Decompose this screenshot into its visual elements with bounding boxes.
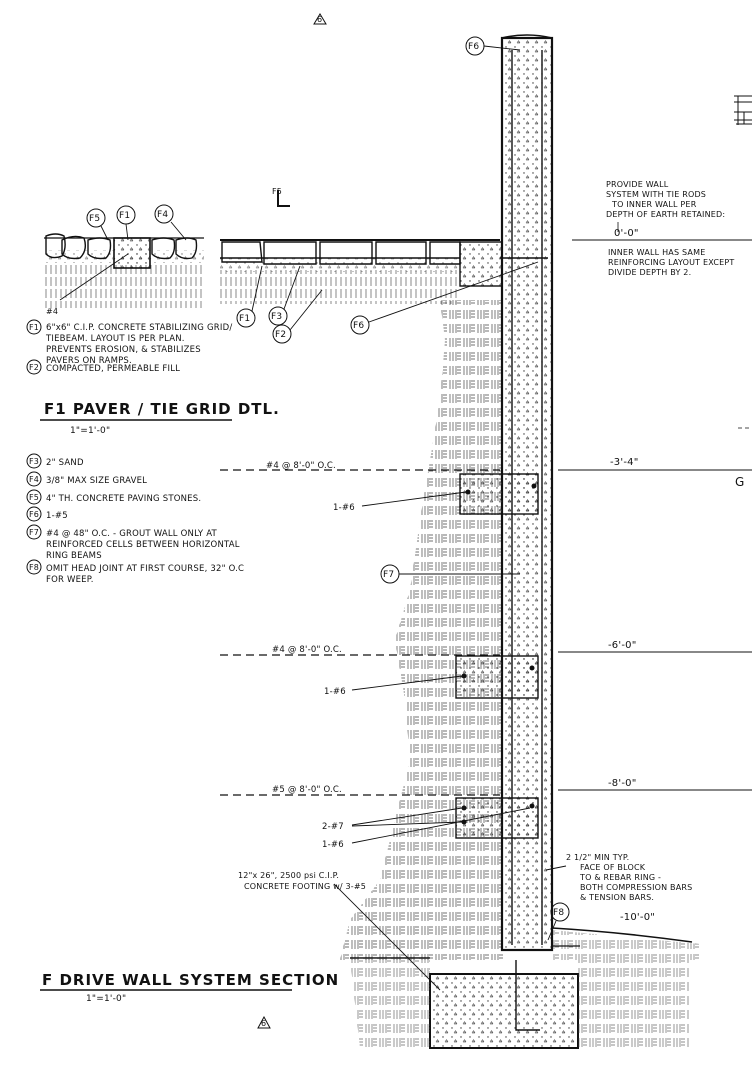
svg-text:BOTH COMPRESSION BARS: BOTH COMPRESSION BARS bbox=[580, 883, 692, 892]
svg-text:DEPTH OF EARTH RETAINED:: DEPTH OF EARTH RETAINED: bbox=[606, 210, 725, 219]
tag-f5: F5 bbox=[86, 208, 109, 241]
bar-count-b3a: 2-#7 bbox=[322, 822, 344, 832]
section-scale: 1"=1'-0" bbox=[86, 994, 126, 1004]
cover-note: 2 1/2" MIN TYP. FACE OF BLOCK TO & REBAR… bbox=[545, 853, 692, 902]
svg-text:SYSTEM WITH TIE RODS: SYSTEM WITH TIE RODS bbox=[606, 190, 706, 199]
tag-f7: F7 bbox=[380, 564, 520, 584]
note-f1: F1 6"x6" C.I.P. CONCRETE STABILIZING GRI… bbox=[26, 319, 232, 366]
svg-text:REINFORCED CELLS BETWEEN HORIZ: REINFORCED CELLS BETWEEN HORIZONTAL bbox=[46, 540, 240, 550]
svg-text:6"x6" C.I.P. CONCRETE STABILIZ: 6"x6" C.I.P. CONCRETE STABILIZING GRID/ bbox=[46, 323, 232, 333]
svg-text:F8: F8 bbox=[553, 908, 564, 918]
elevation-e4: -10'-0" bbox=[620, 912, 655, 923]
svg-text:2 1/2" MIN TYP.: 2 1/2" MIN TYP. bbox=[566, 853, 629, 862]
notes-list: F3 2" SAND F4 3/8" MAX SIZE GRAVEL F5 4"… bbox=[26, 453, 244, 585]
svg-text:F6: F6 bbox=[353, 321, 364, 331]
sheet-mark-top-number: 6 bbox=[317, 15, 322, 24]
concrete-footing bbox=[350, 945, 690, 1049]
ring-beam-2: -6'-0" #4 @ 8'-0" O.C. 1-#6 bbox=[220, 640, 752, 699]
svg-text:TO & REBAR RING -: TO & REBAR RING - bbox=[579, 873, 661, 882]
svg-text:& TENSION BARS.: & TENSION BARS. bbox=[580, 893, 654, 902]
svg-text:3/8" MAX SIZE GRAVEL: 3/8" MAX SIZE GRAVEL bbox=[46, 476, 147, 486]
bar-count-b1: 1-#6 bbox=[333, 503, 355, 513]
tie-rod-note: PROVIDE WALL SYSTEM WITH TIE RODS TO INN… bbox=[572, 180, 752, 277]
ring-beam-1: -3'-4" #4 @ 8'-0" O.C. 1-#6 bbox=[220, 457, 752, 515]
elevation-zero: 0'-0" bbox=[614, 228, 639, 239]
svg-text:12"x 26", 2500 psi C.I.P.: 12"x 26", 2500 psi C.I.P. bbox=[238, 871, 339, 880]
svg-text:F6: F6 bbox=[468, 42, 479, 52]
bar-count-b3b: 1-#6 bbox=[322, 840, 344, 850]
svg-text:TIEBEAM. LAYOUT IS PER PLAN.: TIEBEAM. LAYOUT IS PER PLAN. bbox=[45, 334, 185, 344]
adjacent-detail-fragment: G bbox=[734, 95, 752, 489]
bar-count-b2: 1-#6 bbox=[324, 687, 346, 697]
tag-f6-middle: F6 bbox=[350, 261, 539, 335]
svg-text:RING BEAMS: RING BEAMS bbox=[46, 551, 102, 561]
svg-text:1-#5: 1-#5 bbox=[46, 511, 68, 521]
svg-text:F4: F4 bbox=[157, 210, 168, 220]
svg-text:F4: F4 bbox=[29, 475, 39, 484]
svg-text:F6: F6 bbox=[29, 510, 39, 519]
elevation-e1: -3'-4" bbox=[610, 457, 639, 468]
svg-text:DIVIDE DEPTH BY 2.: DIVIDE DEPTH BY 2. bbox=[608, 268, 691, 277]
tag-f2-middle: F2 bbox=[272, 289, 323, 344]
note-f2: F2 COMPACTED, PERMEABLE FILL bbox=[26, 359, 180, 375]
retained-earth bbox=[340, 300, 700, 960]
svg-text:F5: F5 bbox=[89, 214, 100, 224]
svg-text:FOR WEEP.: FOR WEEP. bbox=[46, 575, 94, 585]
tag-f6-top: F6 bbox=[465, 36, 521, 56]
tag-f4: F4 bbox=[154, 204, 187, 241]
svg-text:COMPACTED, PERMEABLE FILL: COMPACTED, PERMEABLE FILL bbox=[46, 364, 180, 374]
svg-text:2" SAND: 2" SAND bbox=[46, 458, 84, 468]
svg-text:PROVIDE WALL: PROVIDE WALL bbox=[606, 180, 669, 189]
bar-label-b3: #5 @ 8'-0" O.C. bbox=[272, 785, 342, 795]
svg-text:F5: F5 bbox=[29, 493, 39, 502]
section-cut-f5: F5 bbox=[272, 187, 290, 207]
tag-f1-middle: F1 bbox=[236, 265, 263, 328]
svg-text:PAVERS ON RAMPS.: PAVERS ON RAMPS. bbox=[46, 356, 132, 366]
sheet-mark-top: 6 bbox=[313, 13, 327, 25]
svg-text:F1: F1 bbox=[119, 211, 130, 221]
svg-text:REINFORCING LAYOUT EXCEPT: REINFORCING LAYOUT EXCEPT bbox=[608, 258, 735, 267]
svg-text:F8: F8 bbox=[29, 563, 39, 572]
svg-text:TO INNER WALL PER: TO INNER WALL PER bbox=[611, 200, 697, 209]
svg-text:CONCRETE FOOTING w/ 3-#5: CONCRETE FOOTING w/ 3-#5 bbox=[244, 882, 366, 891]
svg-text:PREVENTS EROSION, & STABILIZES: PREVENTS EROSION, & STABILIZES bbox=[46, 345, 201, 355]
svg-text:F3: F3 bbox=[29, 457, 39, 466]
paver-detail-left bbox=[44, 233, 204, 308]
tag-f3-middle: F3 bbox=[268, 265, 301, 326]
sheet-mark-bottom-number: 6 bbox=[261, 1019, 266, 1028]
svg-text:OMIT HEAD JOINT AT FIRST COURS: OMIT HEAD JOINT AT FIRST COURSE, 32" O.C bbox=[46, 564, 244, 574]
edge-letter: G bbox=[735, 475, 745, 489]
elevation-e3: -8'-0" bbox=[608, 778, 637, 789]
detail-scale-paver: 1"=1'-0" bbox=[70, 426, 110, 436]
section-title: F DRIVE WALL SYSTEM SECTION bbox=[42, 971, 339, 989]
svg-text:FACE OF BLOCK: FACE OF BLOCK bbox=[580, 863, 646, 872]
sheet-mark-bottom: 6 bbox=[257, 1015, 271, 1029]
svg-text:F1: F1 bbox=[239, 314, 250, 324]
bar-label-b1: #4 @ 8'-0" O.C. bbox=[266, 461, 336, 471]
svg-text:F7: F7 bbox=[29, 528, 39, 537]
svg-text:#4 @ 48" O.C. - GROUT WALL ONL: #4 @ 48" O.C. - GROUT WALL ONLY AT bbox=[46, 529, 218, 539]
svg-text:F2: F2 bbox=[275, 330, 286, 340]
svg-text:F5: F5 bbox=[272, 187, 282, 196]
tag-f8: F8 bbox=[547, 902, 570, 941]
svg-text:F2: F2 bbox=[29, 363, 39, 372]
svg-text:INNER WALL HAS SAME: INNER WALL HAS SAME bbox=[608, 248, 705, 257]
elevation-e2: -6'-0" bbox=[608, 640, 637, 651]
bar-label-b2: #4 @ 8'-0" O.C. bbox=[272, 645, 342, 655]
svg-text:F1: F1 bbox=[29, 323, 39, 332]
svg-text:F7: F7 bbox=[383, 570, 394, 580]
paver-detail-middle bbox=[220, 239, 500, 304]
tag-f1: F1 bbox=[116, 205, 136, 241]
detail-title-paver: F1 PAVER / TIE GRID DTL. bbox=[44, 400, 280, 418]
svg-text:F3: F3 bbox=[271, 312, 282, 322]
ring-beam-3: -8'-0" #5 @ 8'-0" O.C. 2-#7 1-#6 bbox=[220, 778, 752, 850]
paver-label-4: #4 bbox=[46, 307, 58, 316]
svg-text:4" TH. CONCRETE PAVING STONES.: 4" TH. CONCRETE PAVING STONES. bbox=[46, 494, 201, 504]
